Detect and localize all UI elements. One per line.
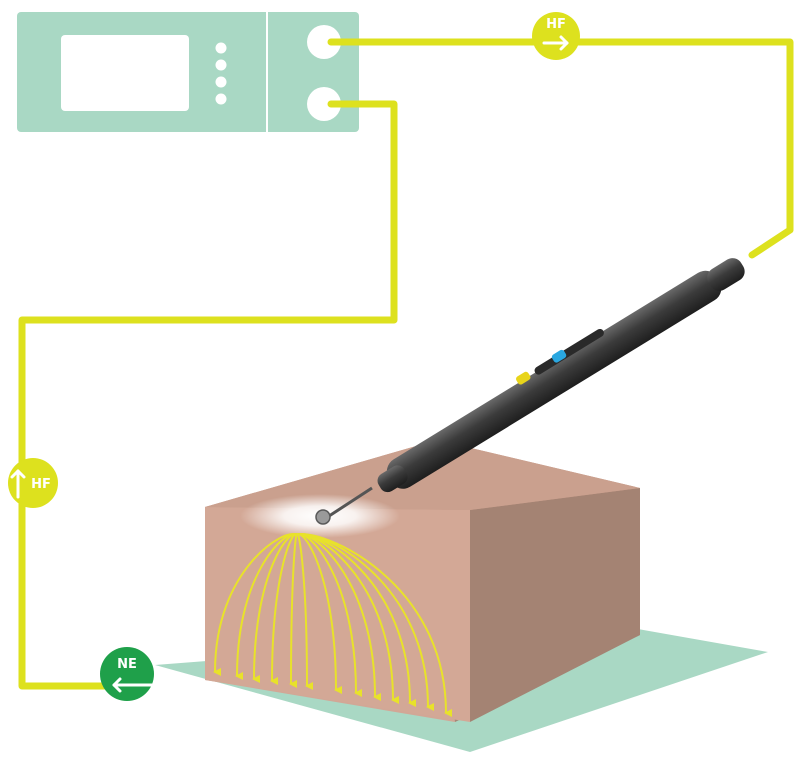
return-wire [18, 100, 398, 690]
pen-tail [707, 258, 745, 291]
current-field-lines [213, 533, 453, 717]
arrow-left-icon [112, 677, 154, 693]
pen-ball-electrode [315, 509, 331, 525]
pen-body [386, 270, 722, 489]
hf-badge-left-label: HF [31, 477, 51, 492]
hf-badge-top-label: HF [546, 17, 566, 32]
electrosurgical-pen [315, 258, 745, 525]
generator-display [61, 35, 189, 111]
ne-badge-label: NE [117, 657, 137, 672]
tissue-side-face [470, 488, 640, 722]
pen-tip-needle [325, 486, 373, 520]
pen-nose [377, 465, 408, 493]
arrow-up-icon [10, 469, 26, 499]
hf-badge-left: HF [8, 458, 58, 508]
hf-badge-top: HF [532, 12, 580, 60]
active-wire [327, 38, 794, 259]
generator-indicator-lights [215, 42, 227, 105]
active-electrode-socket [307, 25, 341, 59]
ne-badge: NE [100, 647, 154, 701]
field-line [296, 533, 453, 717]
coag-button [551, 349, 567, 363]
hf-generator [17, 6, 359, 138]
neutral-electrode-socket [307, 87, 341, 121]
arrow-right-icon [542, 35, 569, 51]
field-line [270, 533, 298, 686]
pen-grip-ridge [534, 328, 604, 375]
cut-button [516, 371, 531, 385]
